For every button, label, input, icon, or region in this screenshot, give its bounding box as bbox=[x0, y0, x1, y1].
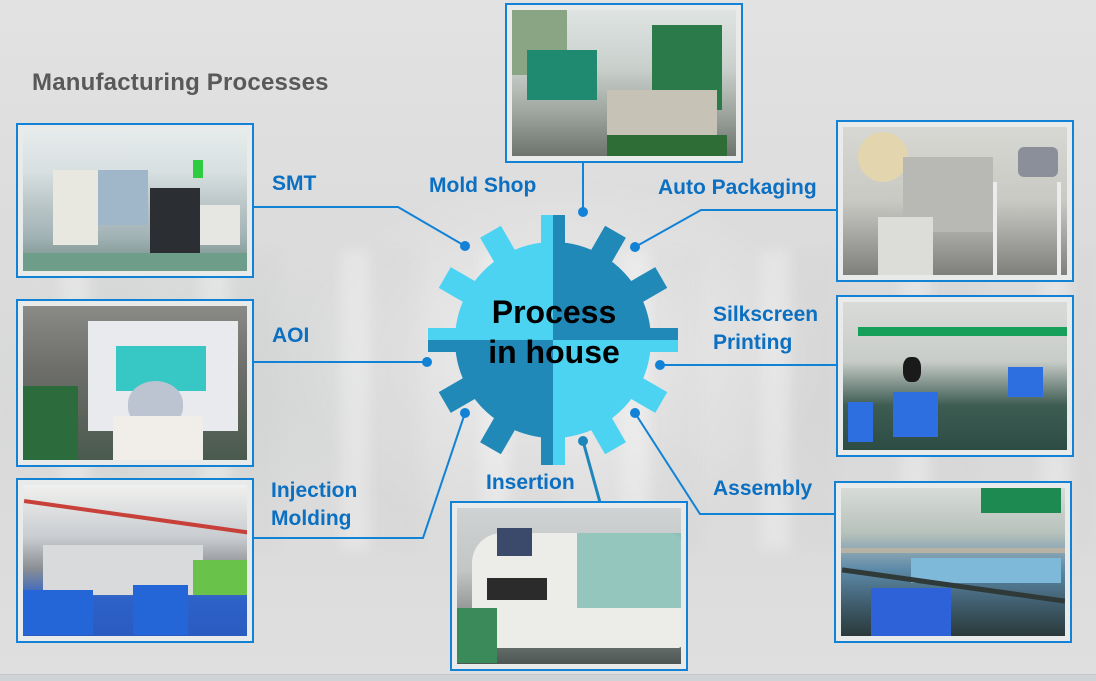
gear-tooth bbox=[626, 267, 668, 305]
gear-tooth bbox=[480, 225, 518, 267]
gear-tooth bbox=[645, 340, 678, 352]
gear-label-line2: in house bbox=[488, 334, 620, 370]
photo-silkscreen-printing bbox=[836, 295, 1074, 457]
dot-auto-packaging bbox=[630, 242, 640, 252]
gear-quadrant-top-right bbox=[553, 215, 678, 340]
gear-tooth bbox=[428, 328, 461, 340]
dot-mold-shop bbox=[578, 207, 588, 217]
dot-assembly bbox=[630, 408, 640, 418]
gear-quadrant-bottom-right bbox=[553, 340, 678, 465]
photo-mold-shop bbox=[505, 3, 743, 163]
gear-tooth bbox=[428, 340, 461, 352]
gear-quadrant-top-left bbox=[428, 215, 553, 340]
label-silkscreen-printing: Silkscreen Printing bbox=[713, 301, 818, 357]
label-aoi: AOI bbox=[272, 324, 310, 347]
dot-injection-molding bbox=[460, 408, 470, 418]
gear-tooth bbox=[541, 215, 553, 248]
label-auto-packaging: Auto Packaging bbox=[658, 176, 817, 199]
label-insertion: Insertion bbox=[486, 471, 575, 494]
dot-silkscreen bbox=[655, 360, 665, 370]
gear-tooth bbox=[438, 267, 480, 305]
gear-tooth bbox=[553, 215, 565, 248]
connector-injection-molding bbox=[243, 412, 466, 539]
photo-injection-molding bbox=[16, 478, 254, 643]
label-silkscreen-line1: Silkscreen bbox=[713, 303, 819, 326]
label-injection-line2: Molding bbox=[271, 507, 352, 530]
gear-tooth bbox=[588, 413, 626, 455]
gear-label: Process in house bbox=[430, 292, 678, 372]
connectors bbox=[243, 160, 840, 539]
photo-auto-packaging bbox=[836, 120, 1074, 282]
process-gear bbox=[428, 215, 678, 465]
label-injection-line1: Injection bbox=[271, 479, 358, 502]
photo-assembly bbox=[834, 481, 1072, 643]
label-silkscreen-line2: Printing bbox=[713, 331, 793, 354]
gear-tooth bbox=[588, 225, 626, 267]
gear-tooth bbox=[626, 375, 668, 413]
dot-aoi bbox=[422, 357, 432, 367]
gear-tooth bbox=[645, 328, 678, 340]
photo-smt bbox=[16, 123, 254, 278]
gear-tooth bbox=[553, 432, 565, 465]
label-injection-molding: Injection Molding bbox=[271, 477, 357, 533]
gear-quadrant-bottom-left bbox=[428, 340, 553, 465]
photo-aoi bbox=[16, 299, 254, 467]
page-title: Manufacturing Processes bbox=[32, 69, 329, 96]
photo-insertion bbox=[450, 501, 688, 671]
gear-tooth bbox=[480, 413, 518, 455]
footer-rule bbox=[0, 674, 1096, 681]
gear-tooth bbox=[438, 375, 480, 413]
label-mold-shop: Mold Shop bbox=[429, 174, 537, 197]
dot-insertion bbox=[578, 436, 588, 446]
connector-auto-packaging bbox=[634, 209, 840, 248]
label-assembly: Assembly bbox=[713, 477, 813, 500]
connector-dots bbox=[422, 207, 665, 446]
gear-label-line1: Process bbox=[491, 294, 617, 330]
gear-tooth bbox=[541, 432, 553, 465]
connector-insertion bbox=[581, 440, 603, 507]
connector-assembly bbox=[634, 412, 838, 515]
connector-smt bbox=[243, 206, 466, 247]
dot-smt bbox=[460, 241, 470, 251]
label-smt: SMT bbox=[272, 172, 317, 195]
